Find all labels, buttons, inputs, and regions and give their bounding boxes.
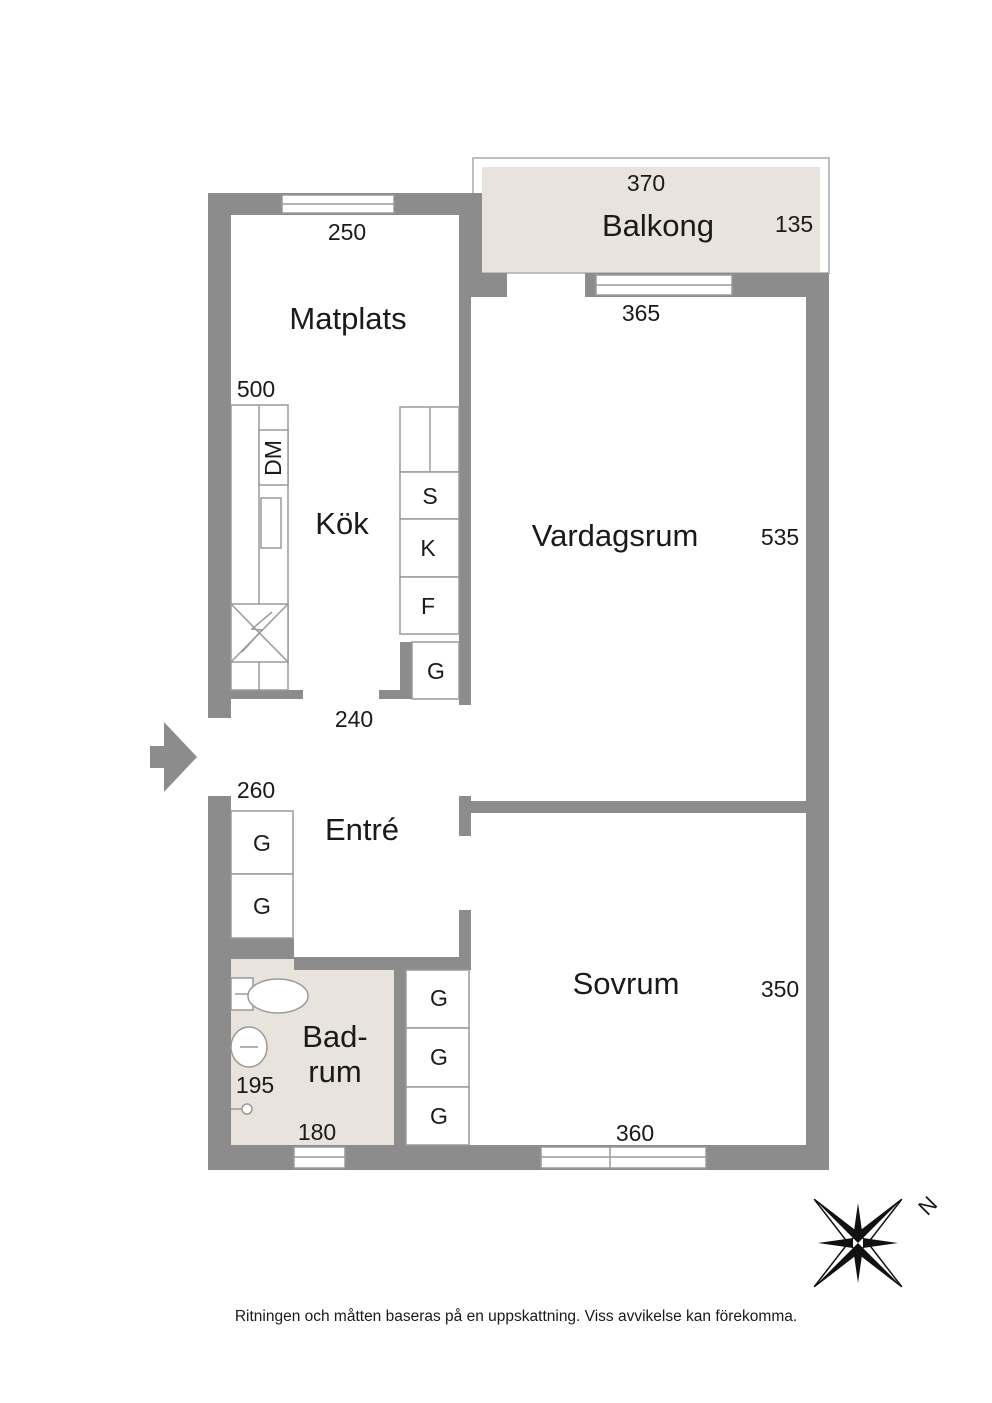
dim-vardagsrum-length: 535 [761, 524, 799, 550]
fixture-label-dm: DM [260, 440, 286, 476]
room-label-sovrum: Sovrum [573, 966, 680, 1001]
balcony-floor [482, 167, 820, 273]
room-label-entre: Entré [325, 812, 399, 847]
compass-rose-icon [813, 1198, 903, 1288]
dim-sovrum-width: 360 [616, 1120, 654, 1146]
compass-north-label: N [913, 1191, 942, 1220]
dim-balkong-width: 370 [627, 170, 665, 196]
fixture-label-f: F [421, 593, 435, 619]
fixture-label-g-sovrum-1: G [430, 985, 448, 1011]
fixture-label-s: S [422, 483, 437, 509]
dim-kok-length: 500 [237, 376, 275, 402]
fixture-label-g-sovrum-3: G [430, 1103, 448, 1129]
fixture-label-g-sovrum-2: G [430, 1044, 448, 1070]
kitchen-left-counter [230, 404, 289, 691]
dim-entre-length: 260 [237, 777, 275, 803]
windows [281, 194, 733, 1169]
fixture-label-g-entre-2: G [253, 893, 271, 919]
entrance-cabinets [230, 810, 294, 939]
kitchen-right-counter [399, 406, 460, 700]
entrance-arrow [150, 722, 197, 792]
footnote: Ritningen och måtten baseras på en uppsk… [234, 1308, 798, 1325]
dim-vardagsrum-window: 365 [622, 300, 660, 326]
bathroom-fixtures [230, 977, 309, 1115]
dim-matplats-width: 250 [328, 219, 366, 245]
dim-kok-width: 240 [335, 706, 373, 732]
dim-badrum-width: 180 [298, 1119, 336, 1145]
fixture-label-g-entre-1: G [253, 830, 271, 856]
room-label-kok: Kök [315, 506, 369, 541]
room-label-balkong: Balkong [602, 208, 714, 243]
floor-drain-icon [241, 1103, 253, 1115]
bedroom-closets [405, 969, 470, 1146]
dim-balkong-depth: 135 [775, 211, 813, 237]
room-label-matplats: Matplats [289, 301, 406, 336]
dim-badrum-length: 195 [236, 1072, 274, 1098]
fixture-label-k: K [420, 535, 436, 561]
room-label-vardagsrum: Vardagsrum [532, 518, 699, 553]
dim-sovrum-length: 350 [761, 976, 799, 1002]
room-label-badrum-2: rum [308, 1054, 361, 1089]
fixture-label-g-kitchen: G [427, 658, 445, 684]
room-label-badrum-1: Bad- [302, 1019, 367, 1054]
